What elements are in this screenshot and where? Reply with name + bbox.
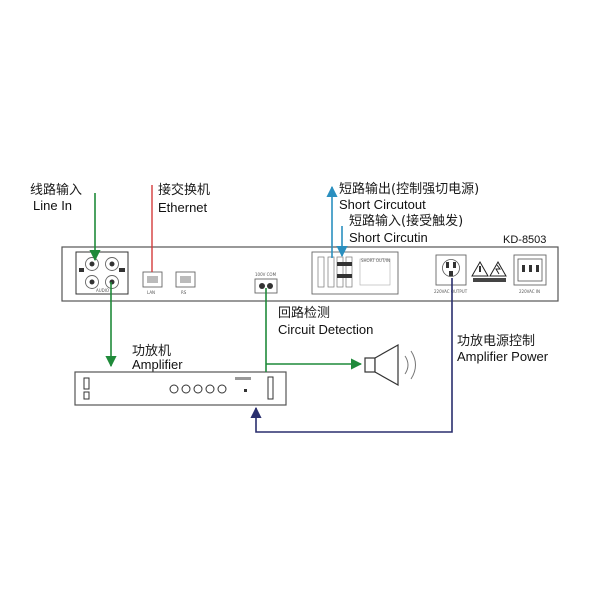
label-line-in: 线路输入 Line In bbox=[30, 182, 82, 213]
rs-port-label: RS bbox=[181, 290, 187, 295]
output-socket: 220VAC OUTPUT bbox=[434, 254, 468, 294]
label-ethernet: 接交换机 Ethernet bbox=[158, 182, 210, 215]
rs-port: RS bbox=[175, 271, 196, 295]
label-amplifier: 功放机 Amplifier bbox=[132, 344, 183, 372]
amplifier-label-en: Amplifier bbox=[132, 357, 183, 372]
com-terminal: 100V COM bbox=[254, 272, 278, 294]
amplifier-unit bbox=[74, 371, 287, 406]
amplifier-power-label-zh: 功放电源控制 bbox=[457, 334, 535, 349]
lan-port-label: LAN bbox=[147, 290, 155, 295]
power-socket-icon bbox=[435, 254, 467, 286]
input-socket: 220VAC IN bbox=[513, 254, 547, 294]
amplifier-knob bbox=[181, 384, 191, 394]
com-terminal-label: 100V COM bbox=[255, 272, 277, 277]
speaker-icon bbox=[364, 343, 416, 387]
warning-labels bbox=[471, 260, 507, 282]
amplifier-knob bbox=[193, 384, 203, 394]
label-amplifier-power: 功放电源控制 Amplifier Power bbox=[457, 334, 549, 364]
ethernet-label-en: Ethernet bbox=[158, 200, 208, 215]
amplifier-knob bbox=[217, 384, 227, 394]
line-in-label-en: Line In bbox=[33, 198, 72, 213]
amplifier-power-connection bbox=[250, 278, 453, 433]
input-socket-label: 220VAC IN bbox=[519, 289, 540, 294]
amplifier-body bbox=[74, 371, 287, 406]
audio-input-block: AUDIO bbox=[75, 251, 129, 295]
circuit-detection-connection bbox=[265, 288, 363, 372]
label-short-circuit-out: 短路输出(控制强切电源) Short Circutout bbox=[339, 181, 479, 212]
output-socket-label: 220VAC OUTPUT bbox=[434, 289, 468, 294]
device-rear-panel: AUDIO LAN RS 100V COM bbox=[61, 246, 559, 302]
short-circuit-out-label-zh: 短路输出(控制强切电源) bbox=[339, 181, 479, 197]
short-circuit-terminals: SHORT OUT/IN bbox=[311, 251, 399, 295]
model-label: KD-8503 bbox=[503, 234, 546, 246]
label-circuit-detection: 回路检测 Circuit Detection bbox=[278, 305, 373, 337]
label-short-circuit-in: 短路输入(接受触发) Short Circutin bbox=[349, 213, 463, 245]
short-panel-label: SHORT OUT/IN bbox=[361, 258, 390, 263]
line-in-label-zh: 线路输入 bbox=[30, 182, 82, 198]
audio-port-label: AUDIO bbox=[96, 288, 109, 293]
short-circuit-connections bbox=[326, 185, 348, 258]
circuit-detection-label-zh: 回路检测 bbox=[278, 305, 330, 321]
short-circuit-in-label-en: Short Circutin bbox=[349, 230, 428, 245]
short-circuit-in-label-zh: 短路输入(接受触发) bbox=[349, 213, 463, 229]
amplifier-label-zh: 功放机 bbox=[132, 344, 171, 359]
line-in-connection bbox=[89, 193, 117, 368]
circuit-detection-label-en: Circuit Detection bbox=[278, 322, 373, 337]
short-circuit-out-label-en: Short Circutout bbox=[339, 197, 426, 212]
amplifier-knob bbox=[169, 384, 179, 394]
amplifier-power-label-en: Amplifier Power bbox=[457, 349, 549, 364]
ethernet-label-zh: 接交换机 bbox=[158, 182, 210, 198]
amplifier-knob bbox=[205, 384, 215, 394]
